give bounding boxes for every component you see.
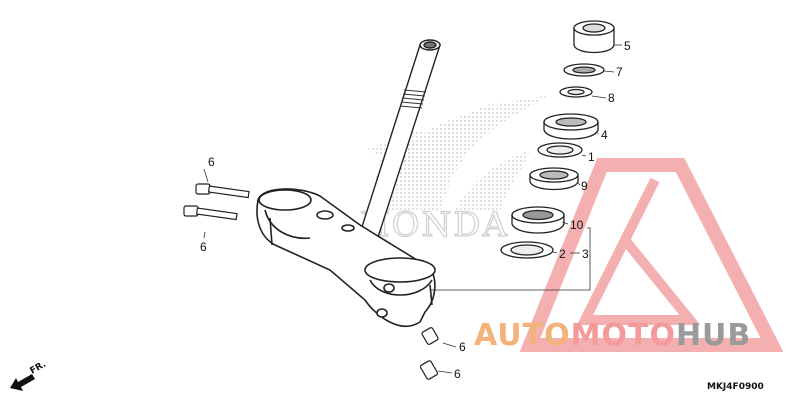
watermark-triangle: [519, 158, 784, 352]
callout-8: 8: [608, 91, 615, 105]
pinch-bolt-upper-left: [195, 183, 250, 199]
lock-washer: [563, 63, 605, 77]
diagram-code: MKJ4F0900: [707, 382, 764, 392]
callout-9: 9: [581, 179, 588, 193]
lower-bearing-race: [529, 167, 579, 191]
callout-1: 1: [588, 150, 595, 164]
pinch-bolt-lower-right-a: [421, 327, 439, 345]
upper-bearing: [543, 113, 599, 140]
pinch-bolt-lower-left: [183, 205, 238, 221]
callout-6-lower-a: 6: [459, 340, 466, 354]
watermark-part-moto: MOTO: [570, 318, 676, 353]
leader-lines: [203, 44, 622, 374]
callout-5: 5: [624, 39, 631, 53]
steering-stem-locknut: [573, 20, 615, 54]
callout-3: 3: [582, 247, 589, 261]
watermark-part-hub: HUB: [675, 318, 752, 353]
callout-10: 10: [570, 218, 584, 232]
steering-stem-nut: [559, 86, 593, 98]
watermark-part-auto: AUTO: [474, 318, 571, 353]
callout-2: 2: [559, 247, 566, 261]
dust-seal-lower: [500, 241, 554, 259]
callout-6-upper: 6: [208, 155, 215, 169]
callout-6-lower-b: 6: [454, 367, 461, 381]
lower-triple-clamp: [256, 188, 436, 327]
callout-7: 7: [616, 65, 623, 79]
callout-4: 4: [601, 128, 608, 142]
steering-stem: [351, 39, 441, 263]
pinch-bolt-lower-right-b: [419, 360, 439, 380]
upper-dust-seal: [537, 142, 583, 158]
callout-6-left: 6: [200, 240, 207, 254]
front-direction-label: FR.: [29, 360, 48, 377]
front-arrow-icon: FR.: [10, 360, 48, 391]
lower-bearing: [511, 206, 565, 234]
automotohub-watermark: AUTOMOTOHUB: [474, 318, 751, 353]
